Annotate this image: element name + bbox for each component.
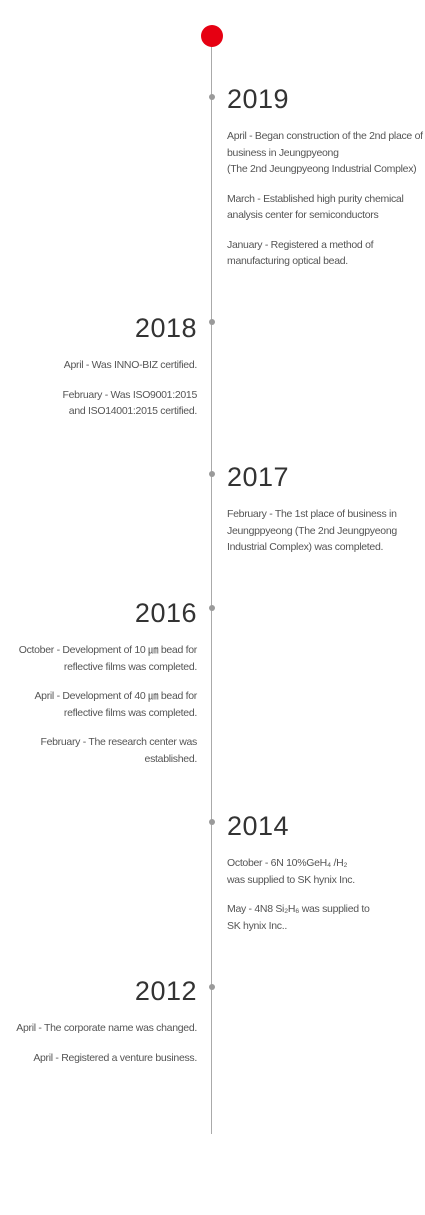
year-heading: 2014 bbox=[227, 811, 290, 841]
timeline-node-2019 bbox=[209, 94, 215, 100]
timeline-node-2017 bbox=[209, 471, 215, 477]
timeline-node-2012 bbox=[209, 984, 215, 990]
year-heading: 2017 bbox=[227, 462, 290, 492]
history-item: February - The 1st place of business in … bbox=[227, 508, 397, 553]
history-item: April - Began construction of the 2nd pl… bbox=[227, 130, 423, 175]
timeline-node-2016 bbox=[209, 605, 215, 611]
year-heading: 2016 bbox=[134, 598, 197, 628]
timeline-line bbox=[211, 36, 212, 1134]
year-heading: 2018 bbox=[134, 313, 197, 343]
history-item: February - The research center was estab… bbox=[40, 736, 197, 765]
timeline-entry-2018: 2018 April - Was INNO-BIZ certified. Feb… bbox=[1, 313, 198, 433]
history-item: April - The corporate name was changed. bbox=[16, 1022, 197, 1034]
timeline-entry-2019: 2019 April - Began construction of the 2… bbox=[227, 84, 423, 283]
timeline-entry-2016: 2016 October - Development of 10 ㎛ bead … bbox=[1, 598, 198, 780]
year-heading: 2019 bbox=[227, 84, 290, 114]
year-heading: 2012 bbox=[134, 976, 197, 1006]
timeline-node-2014 bbox=[209, 819, 215, 825]
history-item: October - Development of 10 ㎛ bead for r… bbox=[18, 644, 198, 673]
timeline-start-dot bbox=[201, 25, 223, 47]
timeline-entry-2017: 2017 February - The 1st place of busines… bbox=[227, 462, 423, 569]
history-item: April - Registered a venture business. bbox=[33, 1051, 197, 1064]
history-item: May - 4N8 Si₂H₆ was supplied to SK hynix… bbox=[227, 903, 370, 932]
timeline-entry-2014: 2014 October - 6N 10%GeH₄ /H₂ was suppli… bbox=[227, 811, 423, 947]
history-item: April - Development of 40 ㎛ bead for ref… bbox=[34, 690, 197, 719]
history-item: March - Established high purity chemical… bbox=[227, 192, 404, 222]
history-item: October - 6N 10%GeH₄ /H₂ was supplied to… bbox=[227, 857, 355, 886]
history-item: January - Registered a method of manufac… bbox=[227, 238, 374, 268]
history-item: February - Was ISO9001:2015 and ISO14001… bbox=[62, 388, 198, 418]
history-item: April - Was INNO-BIZ certified. bbox=[63, 359, 198, 371]
timeline-node-2018 bbox=[209, 319, 215, 325]
timeline-entry-2012: 2012 April - The corporate name was chan… bbox=[1, 976, 197, 1079]
